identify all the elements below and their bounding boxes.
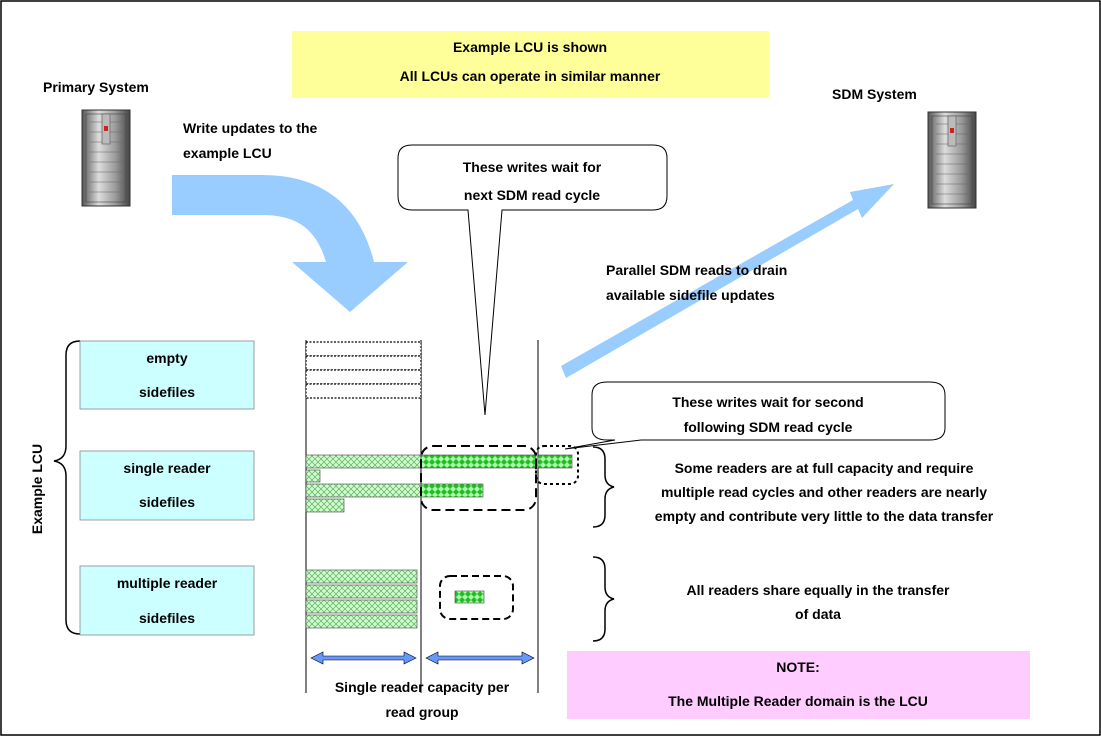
group-line-1: single reader	[123, 460, 211, 476]
sdm-read-arrow	[561, 184, 894, 378]
sidefile-bar	[305, 498, 345, 513]
lcu-brace	[53, 340, 81, 635]
sidefile-bar-overflow	[454, 590, 485, 604]
group-line-2: sidefiles	[139, 610, 195, 626]
callout-second-line-2: following SDM read cycle	[684, 419, 853, 435]
primary-system-label: Primary System	[43, 79, 149, 95]
sidefile-bar-overflow	[420, 483, 484, 498]
group-box	[79, 340, 255, 410]
sidefile-bar	[305, 599, 418, 614]
multiple-reader-note-line-1: All readers share equally in the transfe…	[687, 582, 951, 598]
multiple-reader-bars	[305, 569, 485, 629]
group-box	[79, 450, 255, 521]
primary-server-icon	[81, 109, 131, 207]
parallel-reads-line-2: available sidefile updates	[606, 287, 775, 303]
note-title: NOTE:	[776, 659, 820, 675]
multiple-reader-note-line-2: of data	[795, 606, 841, 622]
sidefile-bar	[305, 454, 422, 469]
single-reader-note-line-2: multiple read cycles and other readers a…	[661, 484, 987, 500]
empty-sidefile-slot	[305, 355, 422, 371]
multiple-reader-group	[439, 575, 514, 620]
capacity-label-line-1: Single reader capacity per	[335, 679, 510, 695]
group-empty: empty sidefiles	[79, 340, 255, 410]
callout-second-bubble	[564, 381, 946, 450]
note-background	[567, 651, 1030, 719]
write-updates-line-2: example LCU	[183, 145, 272, 161]
note-text: The Multiple Reader domain is the LCU	[668, 693, 928, 709]
callout-next-line-1: These writes wait for	[463, 159, 602, 175]
single-reader-note-line-1: Some readers are at full capacity and re…	[675, 460, 974, 476]
banner-line-1: Example LCU is shown	[453, 39, 607, 55]
sidefile-bar-overflow-second	[537, 454, 573, 469]
multiple-reader-brace	[592, 556, 615, 642]
callout-second-line-1: These writes wait for second	[672, 394, 863, 410]
single-reader-brace	[592, 446, 615, 528]
banner-box	[292, 31, 769, 98]
single-reader-bars	[305, 454, 573, 513]
empty-sidefile-slots	[305, 341, 422, 399]
group-line-1: empty	[146, 350, 187, 366]
single-reader-note-line-3: empty and contribute very little to the …	[655, 508, 994, 524]
sidefile-bar	[305, 584, 418, 599]
sidefile-bar	[305, 483, 422, 498]
group-line-1: multiple reader	[117, 575, 218, 591]
second-cycle-group	[535, 445, 579, 485]
banner-line-2: All LCUs can operate in similar manner	[400, 68, 661, 84]
empty-sidefile-slot	[305, 369, 422, 385]
group-box	[79, 565, 255, 636]
callout-next-cycle: These writes wait for next SDM read cycl…	[397, 144, 668, 416]
parallel-reads-line-1: Parallel SDM reads to drain	[606, 262, 787, 278]
sdm-system-label: SDM System	[832, 86, 917, 102]
sidefile-bar	[305, 614, 418, 629]
write-updates-line-1: Write updates to the	[183, 120, 318, 136]
callout-second-cycle: These writes wait for second following S…	[564, 381, 946, 450]
group-line-2: sidefiles	[139, 384, 195, 400]
capacity-label-line-2: read group	[385, 704, 458, 720]
write-updates-arrow	[172, 175, 408, 312]
sidefile-bar	[305, 469, 321, 483]
callout-next-line-2: next SDM read cycle	[464, 187, 600, 203]
capacity-arrow-left	[310, 651, 417, 665]
empty-sidefile-slot	[305, 383, 422, 399]
callout-next-bubble	[397, 144, 668, 416]
empty-sidefile-slot	[305, 341, 422, 357]
group-line-2: sidefiles	[139, 494, 195, 510]
group-multiple-reader: multiple reader sidefiles	[79, 565, 255, 636]
group-single-reader: single reader sidefiles	[79, 450, 255, 521]
sdm-server-icon	[927, 111, 977, 209]
banner: Example LCU is shown All LCUs can operat…	[292, 31, 769, 98]
sidefile-bar	[305, 569, 418, 584]
lcu-label: Example LCU	[29, 444, 45, 534]
capacity-arrow-right	[425, 651, 535, 665]
note-box: NOTE: The Multiple Reader domain is the …	[567, 651, 1030, 719]
capacity-arrows	[310, 651, 535, 665]
sidefile-bar-overflow	[420, 454, 537, 469]
